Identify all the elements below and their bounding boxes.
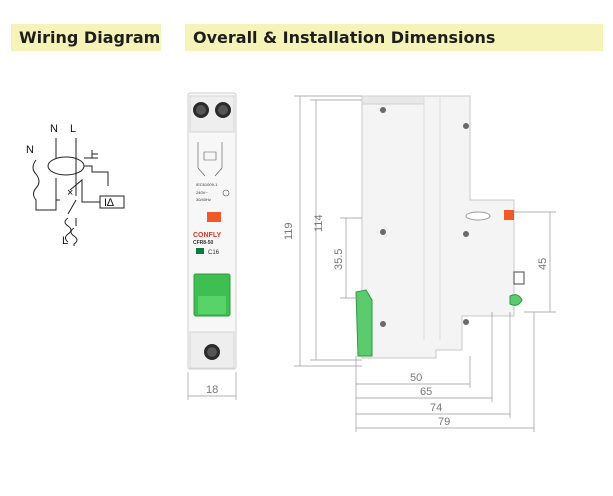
width-value: 18: [206, 384, 218, 396]
wiring-x-mark: ×: [67, 187, 73, 199]
rivet-bottom-left: [380, 321, 386, 327]
top-rib: [361, 95, 425, 105]
rating-label: C16: [208, 250, 220, 256]
neutral-load-wire: [32, 159, 57, 211]
dimensions-header: Overall & Installation Dimensions: [185, 24, 603, 51]
breaker-contact: [64, 199, 77, 243]
depth-50-value: 50: [410, 372, 422, 384]
line-load-wire: [70, 227, 78, 246]
rivet-mid-right: [463, 231, 469, 237]
screw-head-left: [196, 105, 206, 115]
test-button-symbol: [84, 150, 98, 159]
frequency-label: 30/40Hz: [196, 197, 211, 202]
certification-mark: [222, 189, 230, 197]
depth-dimensions: [355, 312, 535, 432]
side-test-button-tab: [504, 210, 514, 220]
height-total-value: 119: [283, 222, 295, 240]
trip-coil-wire: [84, 165, 109, 186]
depth-79-value: 79: [438, 416, 450, 428]
standard-label: IEC61009-1: [196, 182, 218, 187]
model-label: CFR8-50: [193, 240, 214, 246]
din-clip: [509, 294, 523, 306]
test-button[interactable]: [207, 212, 221, 222]
wiring-n-top-label: N: [50, 123, 58, 135]
front-view: IEC61009-1 240V~ 30/40Hz CONFLY CFR8-50 …: [187, 92, 237, 400]
printed-schematic: [197, 142, 223, 177]
voltage-label: 240V~: [196, 190, 208, 195]
front-height-dimension: [514, 211, 556, 313]
current-transformer: [47, 156, 85, 176]
side-test-button: [465, 211, 491, 221]
side-view: 119 114 35.5 45 50 65 74 79: [283, 95, 556, 432]
lever-grip: [198, 296, 226, 314]
rivet-top: [380, 107, 386, 113]
rivet-upper-right: [463, 123, 469, 129]
test-circuit-wire: [69, 178, 100, 203]
bottom-screw-head: [207, 347, 217, 357]
wiring-l-top-label: L: [70, 123, 76, 135]
side-housing: [361, 95, 515, 359]
height-body-value: 114: [313, 214, 325, 232]
rivet-bottom-right: [463, 319, 469, 325]
wiring-l-bottom-label: L: [62, 235, 68, 247]
rivet-mid-left: [380, 229, 386, 235]
width-dimension: [187, 372, 237, 400]
depth-65-value: 65: [420, 386, 432, 398]
brand-label: CONFLY: [193, 232, 221, 239]
screw-head-right: [218, 105, 228, 115]
wiring-diagram-header: Wiring Diagram: [11, 24, 161, 51]
housing-seam: [423, 96, 441, 340]
wiring-diagram: N L N I∆ × L: [26, 123, 125, 247]
side-toggle-lever: [355, 289, 373, 357]
front-height-value: 45: [537, 258, 549, 270]
depth-74-value: 74: [430, 402, 442, 414]
height-dimensions: [294, 95, 362, 367]
test-box-label: I∆: [104, 197, 114, 209]
lock-mark: [513, 271, 525, 285]
rail-height-value: 35.5: [333, 249, 345, 270]
wiring-n-side-label: N: [26, 144, 34, 156]
rating-indicator: [196, 248, 204, 254]
front-housing: [187, 92, 237, 370]
neutral-wire: [55, 178, 60, 201]
